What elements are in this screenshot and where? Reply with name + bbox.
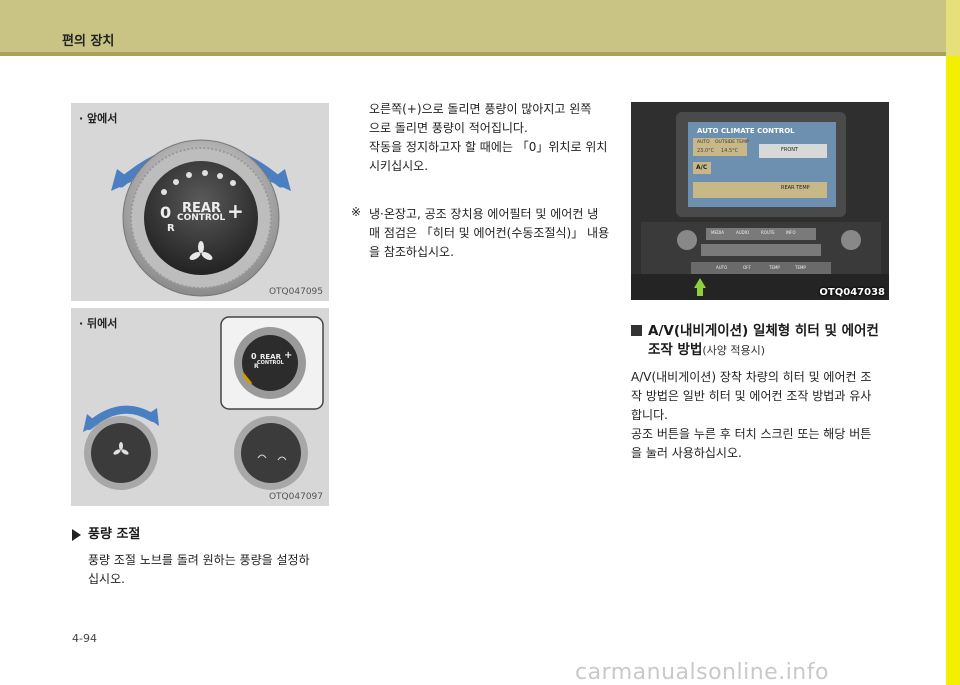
av-line-3: 합니다.: [631, 408, 668, 422]
back-figure-label: · 뒤에서: [79, 317, 118, 330]
front-knob-zero: 0: [160, 203, 172, 222]
section-title: 편의 장치: [62, 34, 115, 49]
side-tab: [946, 56, 960, 685]
screen-label-temp-1: 23.0°C: [697, 148, 715, 154]
av-climate-photo: AUTO CLIMATE CONTROL AUTO OUTSIDE TEMP 2…: [631, 102, 889, 300]
back-knob-r: R: [254, 363, 259, 370]
back-knob-illustration: [83, 316, 324, 490]
front-figure-code: OTQ047095: [268, 287, 323, 297]
page-header: [0, 0, 946, 52]
back-knob-plus: +: [284, 350, 293, 361]
square-bullet-icon: [631, 325, 642, 336]
av-heading-sub: (사양 적용시): [702, 344, 766, 357]
button-temp-down: TEMP: [769, 265, 780, 270]
screen-label-auto: AUTO: [697, 140, 710, 145]
av-line-1: A/V(내비게이션) 장착 차량의 히터 및 에어컨 조: [631, 370, 872, 384]
screen-label-rear-temp: REAR TEMP: [781, 185, 810, 191]
back-knob-control-text: CONTROL: [257, 360, 284, 366]
middle-line-3: 작동을 정지하고자 할 때에는 「0」위치로 위치: [369, 140, 608, 154]
page-number: 4-94: [72, 632, 97, 645]
fan-text-line-2: 십시오.: [88, 572, 125, 586]
fan-section-title: 풍량 조절: [88, 527, 141, 542]
play-triangle-icon: [72, 529, 81, 541]
button-info: INFO: [786, 230, 796, 235]
front-knob-figure: · 앞에서 REAR CONTROL: [71, 103, 329, 301]
button-auto: AUTO: [716, 265, 728, 270]
back-figure-code: OTQ047097: [268, 492, 323, 502]
av-heading-line-2: 조작 방법: [648, 342, 703, 358]
note-line-1: 냉·온장고, 공조 장치용 에어필터 및 에어컨 냉: [369, 207, 599, 221]
button-media: MEDIA: [711, 230, 724, 235]
button-temp-up: TEMP: [795, 265, 806, 270]
screen-label-front: FRONT: [781, 147, 799, 153]
watermark: carmanualsonline.info: [575, 660, 829, 685]
note-mark: ※: [351, 205, 362, 219]
screen-label-ac: A/C: [696, 164, 708, 171]
screen-title: AUTO CLIMATE CONTROL: [697, 127, 795, 135]
header-divider: [0, 52, 946, 56]
av-line-4: 공조 버튼을 누른 후 터치 스크린 또는 해당 버튼: [631, 427, 872, 441]
photo-code: OTQ047038: [819, 287, 885, 298]
av-line-2: 작 방법은 일반 히터 및 에어컨 조작 방법과 유사: [631, 389, 872, 403]
screen-label-temp-2: 14.5°C: [721, 148, 739, 154]
back-knob-zero: 0: [251, 352, 257, 361]
front-knob-control-text: CONTROL: [177, 213, 226, 223]
front-figure-label: · 앞에서: [79, 112, 118, 125]
middle-column-text: 오른쪽(+)으로 돌리면 풍량이 많아지고 왼쪽 으로 돌리면 풍량이 적어집니…: [369, 100, 607, 176]
note-line-3: 을 참조하십시오.: [369, 245, 454, 259]
back-knob-rear-text: REAR: [260, 353, 281, 361]
button-route: ROUTE: [761, 230, 775, 235]
button-off: OFF: [743, 265, 751, 270]
middle-line-1: 오른쪽(+)으로 돌리면 풍량이 많아지고 왼쪽: [369, 102, 592, 116]
av-section-text: A/V(내비게이션) 장착 차량의 히터 및 에어컨 조 작 방법은 일반 히터…: [631, 368, 871, 463]
front-knob-plus: +: [227, 199, 244, 223]
av-heading-line-1: A/V(내비게이션) 일체형 히터 및 에어컨: [648, 323, 879, 339]
screen-label-outside-temp: OUTSIDE TEMP: [715, 140, 749, 145]
button-audio: AUDIO: [736, 230, 750, 235]
front-knob-r: R: [167, 223, 175, 234]
av-line-5: 을 눌러 사용하십시오.: [631, 446, 742, 460]
front-knob-rear-text: REAR: [182, 201, 221, 216]
av-section-heading: A/V(내비게이션) 일체형 히터 및 에어컨 조작 방법(사양 적용시): [631, 322, 911, 360]
fan-text-line-1: 풍량 조절 노브를 돌려 원하는 풍량을 설정하: [88, 553, 310, 567]
back-knob-figure: · 뒤에서 REAR CONTROL 0 + R OTQ047097: [71, 308, 329, 506]
middle-note-text: 냉·온장고, 공조 장치용 에어필터 및 에어컨 냉 매 점검은 「히터 및 에…: [369, 205, 609, 262]
fan-icon: [189, 241, 213, 260]
front-knob-illustration: [111, 139, 291, 297]
middle-line-4: 시키십시오.: [369, 159, 429, 173]
fan-section-text: 풍량 조절 노브를 돌려 원하는 풍량을 설정하 십시오.: [88, 551, 310, 589]
side-tab-top: [946, 0, 960, 56]
note-line-2: 매 점검은 「히터 및 에어컨(수동조절식)」 내용: [369, 226, 610, 240]
middle-line-2: 으로 돌리면 풍량이 적어집니다.: [369, 121, 528, 135]
